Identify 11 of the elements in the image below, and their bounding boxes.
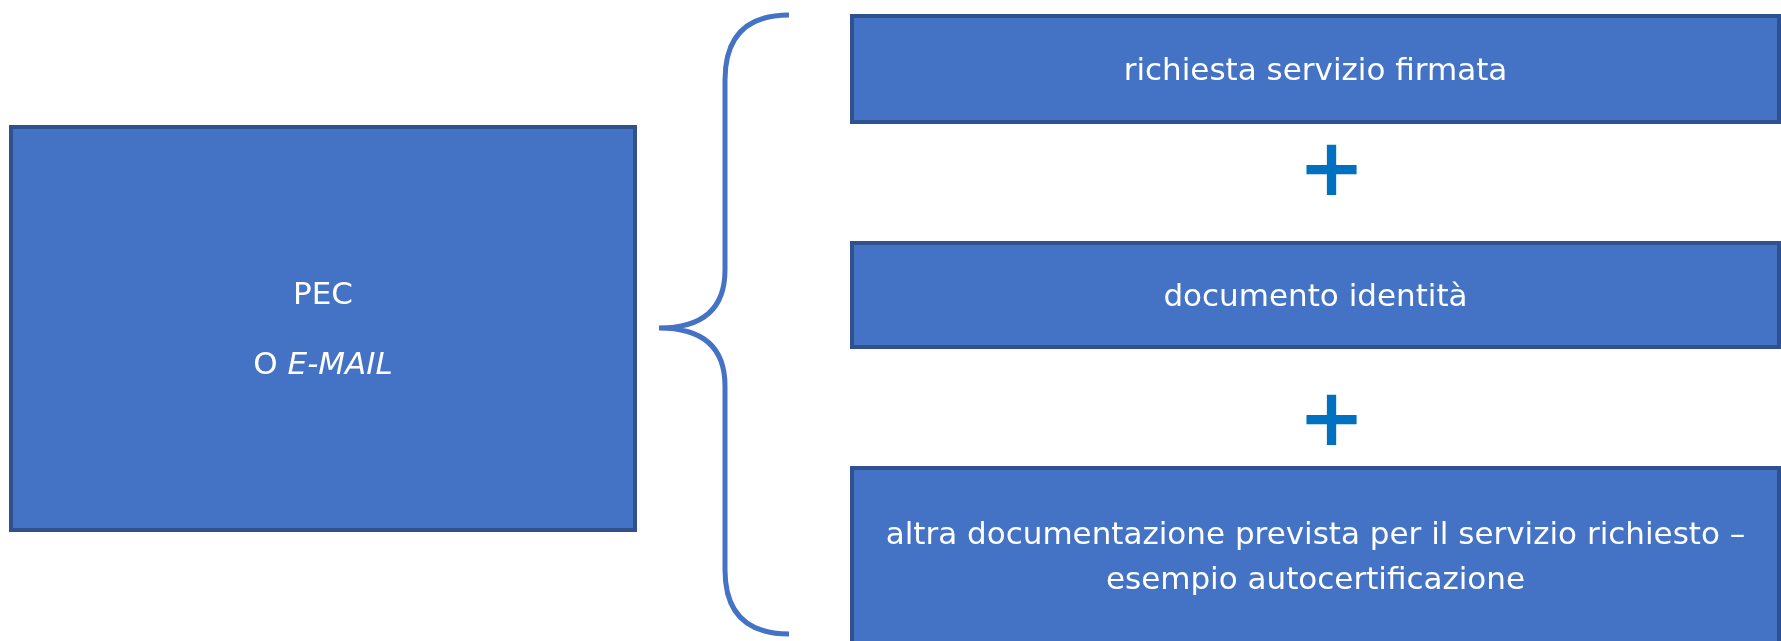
text-box <box>850 14 1781 124</box>
box-text: documento identità <box>1163 275 1468 315</box>
box-text: richiesta servizio firmata <box>1123 49 1508 89</box>
plus-sign: + <box>1298 128 1366 208</box>
box-text: PEC <box>293 274 353 314</box>
box-text: O E-MAIL <box>253 344 393 383</box>
text-box <box>9 125 637 532</box>
box-text: altra documentazione prevista per il servizio richiesto – esempio autocertificazione <box>884 514 1747 598</box>
plus-sign: + <box>1298 378 1366 458</box>
text-box <box>850 466 1781 641</box>
text-box <box>850 241 1781 349</box>
